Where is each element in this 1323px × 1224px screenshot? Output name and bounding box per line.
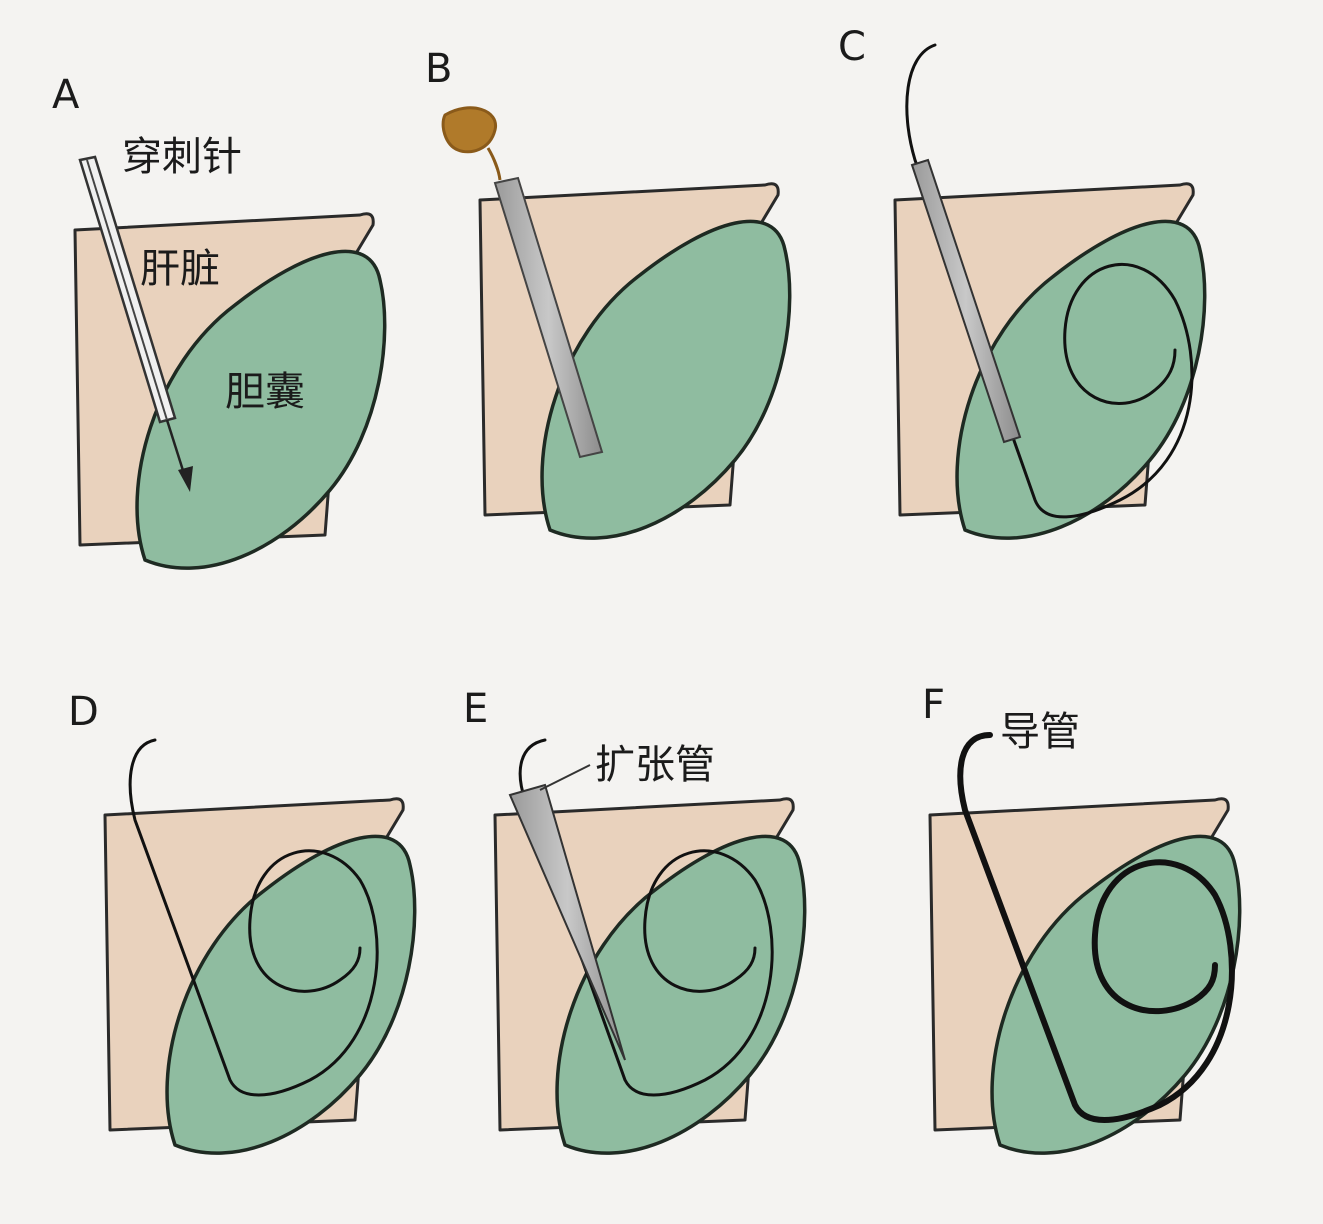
panel-letter-b: B xyxy=(425,46,452,92)
guidewire-e xyxy=(518,738,774,1097)
panel-a: A 穿刺针 肝脏 胆囊 xyxy=(52,72,387,570)
panel-b: B xyxy=(425,46,792,540)
panel-letter-d: D xyxy=(68,689,99,735)
panel-c: C xyxy=(838,24,1207,540)
panel-f: F 导管 xyxy=(922,682,1242,1155)
bile-drop-icon xyxy=(441,106,502,181)
catheter-label: 导管 xyxy=(1000,709,1080,755)
panel-letter-c: C xyxy=(838,24,866,70)
liver-gallbladder-d xyxy=(103,797,417,1155)
needle-label: 穿刺针 xyxy=(122,134,242,180)
dilator xyxy=(508,783,626,1061)
panel-letter-a: A xyxy=(52,72,80,118)
panel-letter-f: F xyxy=(922,682,945,728)
panel-e: E 扩张管 xyxy=(463,686,807,1155)
liver-label: 肝脏 xyxy=(140,246,220,292)
guidewire-c xyxy=(905,43,1194,519)
needle-c xyxy=(910,158,1022,444)
gallbladder-label: 胆囊 xyxy=(225,369,305,415)
panel-letter-e: E xyxy=(463,686,488,732)
needle-b xyxy=(493,176,604,459)
dilator-label: 扩张管 xyxy=(595,742,715,788)
catheter xyxy=(957,732,1235,1123)
panel-d: D xyxy=(68,689,417,1155)
liver-gallbladder-f xyxy=(928,797,1242,1155)
puncture-needle xyxy=(78,155,193,492)
dilator-pointer-line xyxy=(539,764,591,791)
guidewire-d xyxy=(128,738,379,1097)
